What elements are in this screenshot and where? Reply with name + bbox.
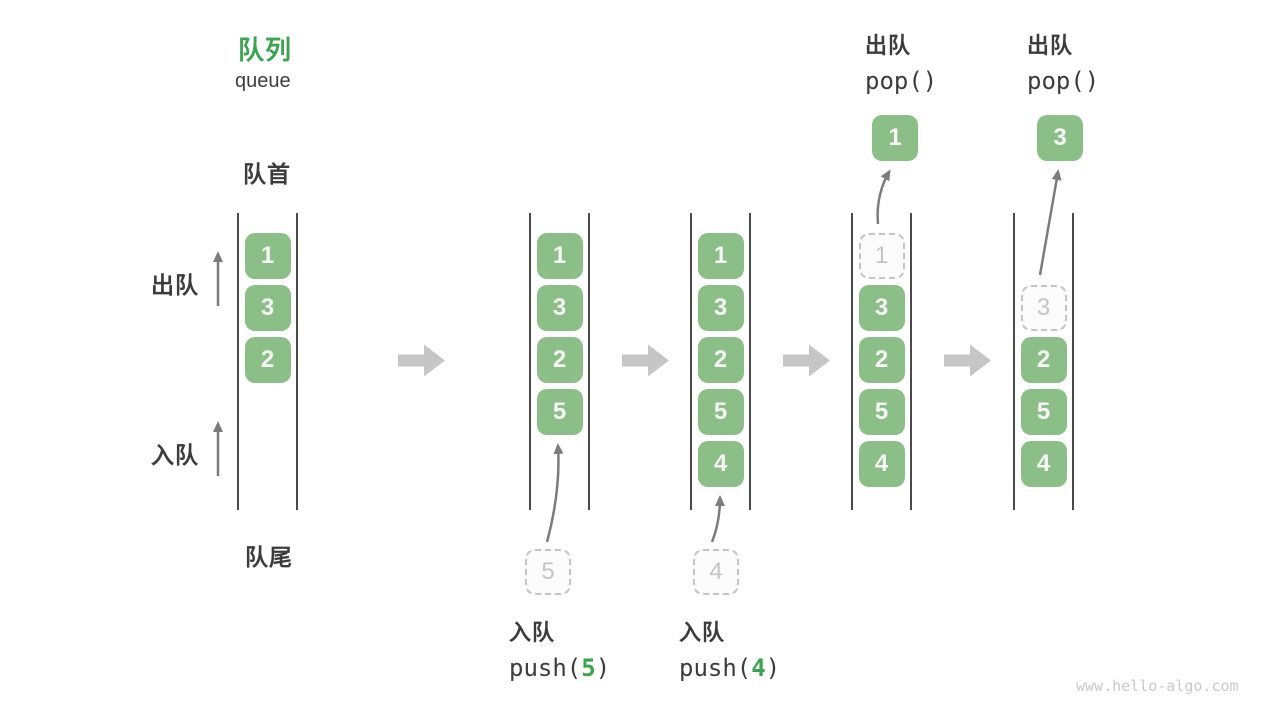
queue-element: 3 [244, 285, 291, 331]
push-operation-4: 入队 push(4) [679, 619, 780, 683]
incoming-ghost-cell: 5 [525, 549, 571, 595]
queue-element: 5 [1020, 389, 1067, 435]
push-arg: 4 [751, 654, 766, 682]
queue-element: 2 [244, 337, 291, 383]
queue-state-5: 3 2 5 4 [1013, 213, 1074, 510]
queue-element: 1 [697, 233, 744, 279]
pop-label: 出队 [865, 33, 912, 58]
queue-front-label: 队首 [243, 161, 291, 187]
queue-element: 4 [1020, 441, 1067, 487]
queue-element: 3 [858, 285, 905, 331]
queue-element: 3 [536, 285, 583, 331]
popped-element: 3 [1037, 115, 1083, 161]
step-arrow-icon [783, 344, 830, 377]
push-label: 入队 [679, 620, 726, 645]
popped-ghost-cell: 1 [858, 233, 905, 279]
queue-state-2: 1 3 2 5 [529, 213, 590, 510]
step-arrow-icon [944, 344, 991, 377]
pop-operation-3: 出队 pop() [1027, 32, 1099, 96]
pop-label: 出队 [1027, 33, 1074, 58]
queue-element: 4 [697, 441, 744, 487]
enqueue-label: 入队 [151, 442, 199, 468]
queue-state-1: 1 3 2 [237, 213, 298, 510]
step-arrow-icon [398, 344, 445, 377]
queue-state-4: 1 3 2 5 4 [851, 213, 912, 510]
watermark: www.hello-algo.com [1076, 677, 1239, 695]
queue-element: 2 [1020, 337, 1067, 383]
push-code-before: push( [509, 654, 582, 682]
push-label: 入队 [509, 620, 556, 645]
popped-element: 1 [872, 115, 918, 161]
push-code: push(4) [679, 653, 780, 683]
incoming-ghost-cell: 4 [693, 549, 739, 595]
queue-element: 3 [697, 285, 744, 331]
queue-element: 4 [858, 441, 905, 487]
push-arg: 5 [581, 654, 596, 682]
queue-element: 5 [697, 389, 744, 435]
queue-element: 5 [536, 389, 583, 435]
push-operation-5: 入队 push(5) [509, 619, 610, 683]
pop-code: pop() [865, 67, 938, 95]
pop-operation-1: 出队 pop() [865, 32, 937, 96]
step-arrow-icon [622, 344, 669, 377]
queue-element: 2 [536, 337, 583, 383]
pop-code: pop() [1027, 67, 1100, 95]
queue-element: 2 [697, 337, 744, 383]
queue-state-3: 1 3 2 5 4 [690, 213, 751, 510]
push-code: push(5) [509, 653, 610, 683]
queue-element: 1 [244, 233, 291, 279]
queue-element: 2 [858, 337, 905, 383]
popped-ghost-cell: 3 [1020, 285, 1067, 331]
dequeue-label: 出队 [151, 272, 199, 298]
push-code-after: ) [595, 654, 611, 682]
push-code-before: push( [679, 654, 752, 682]
queue-element: 5 [858, 389, 905, 435]
push-code-after: ) [765, 654, 781, 682]
diagram-subtitle: queue [235, 70, 291, 92]
queue-rear-label: 队尾 [245, 544, 293, 570]
queue-element: 1 [536, 233, 583, 279]
diagram-title: 队列 [238, 35, 293, 65]
